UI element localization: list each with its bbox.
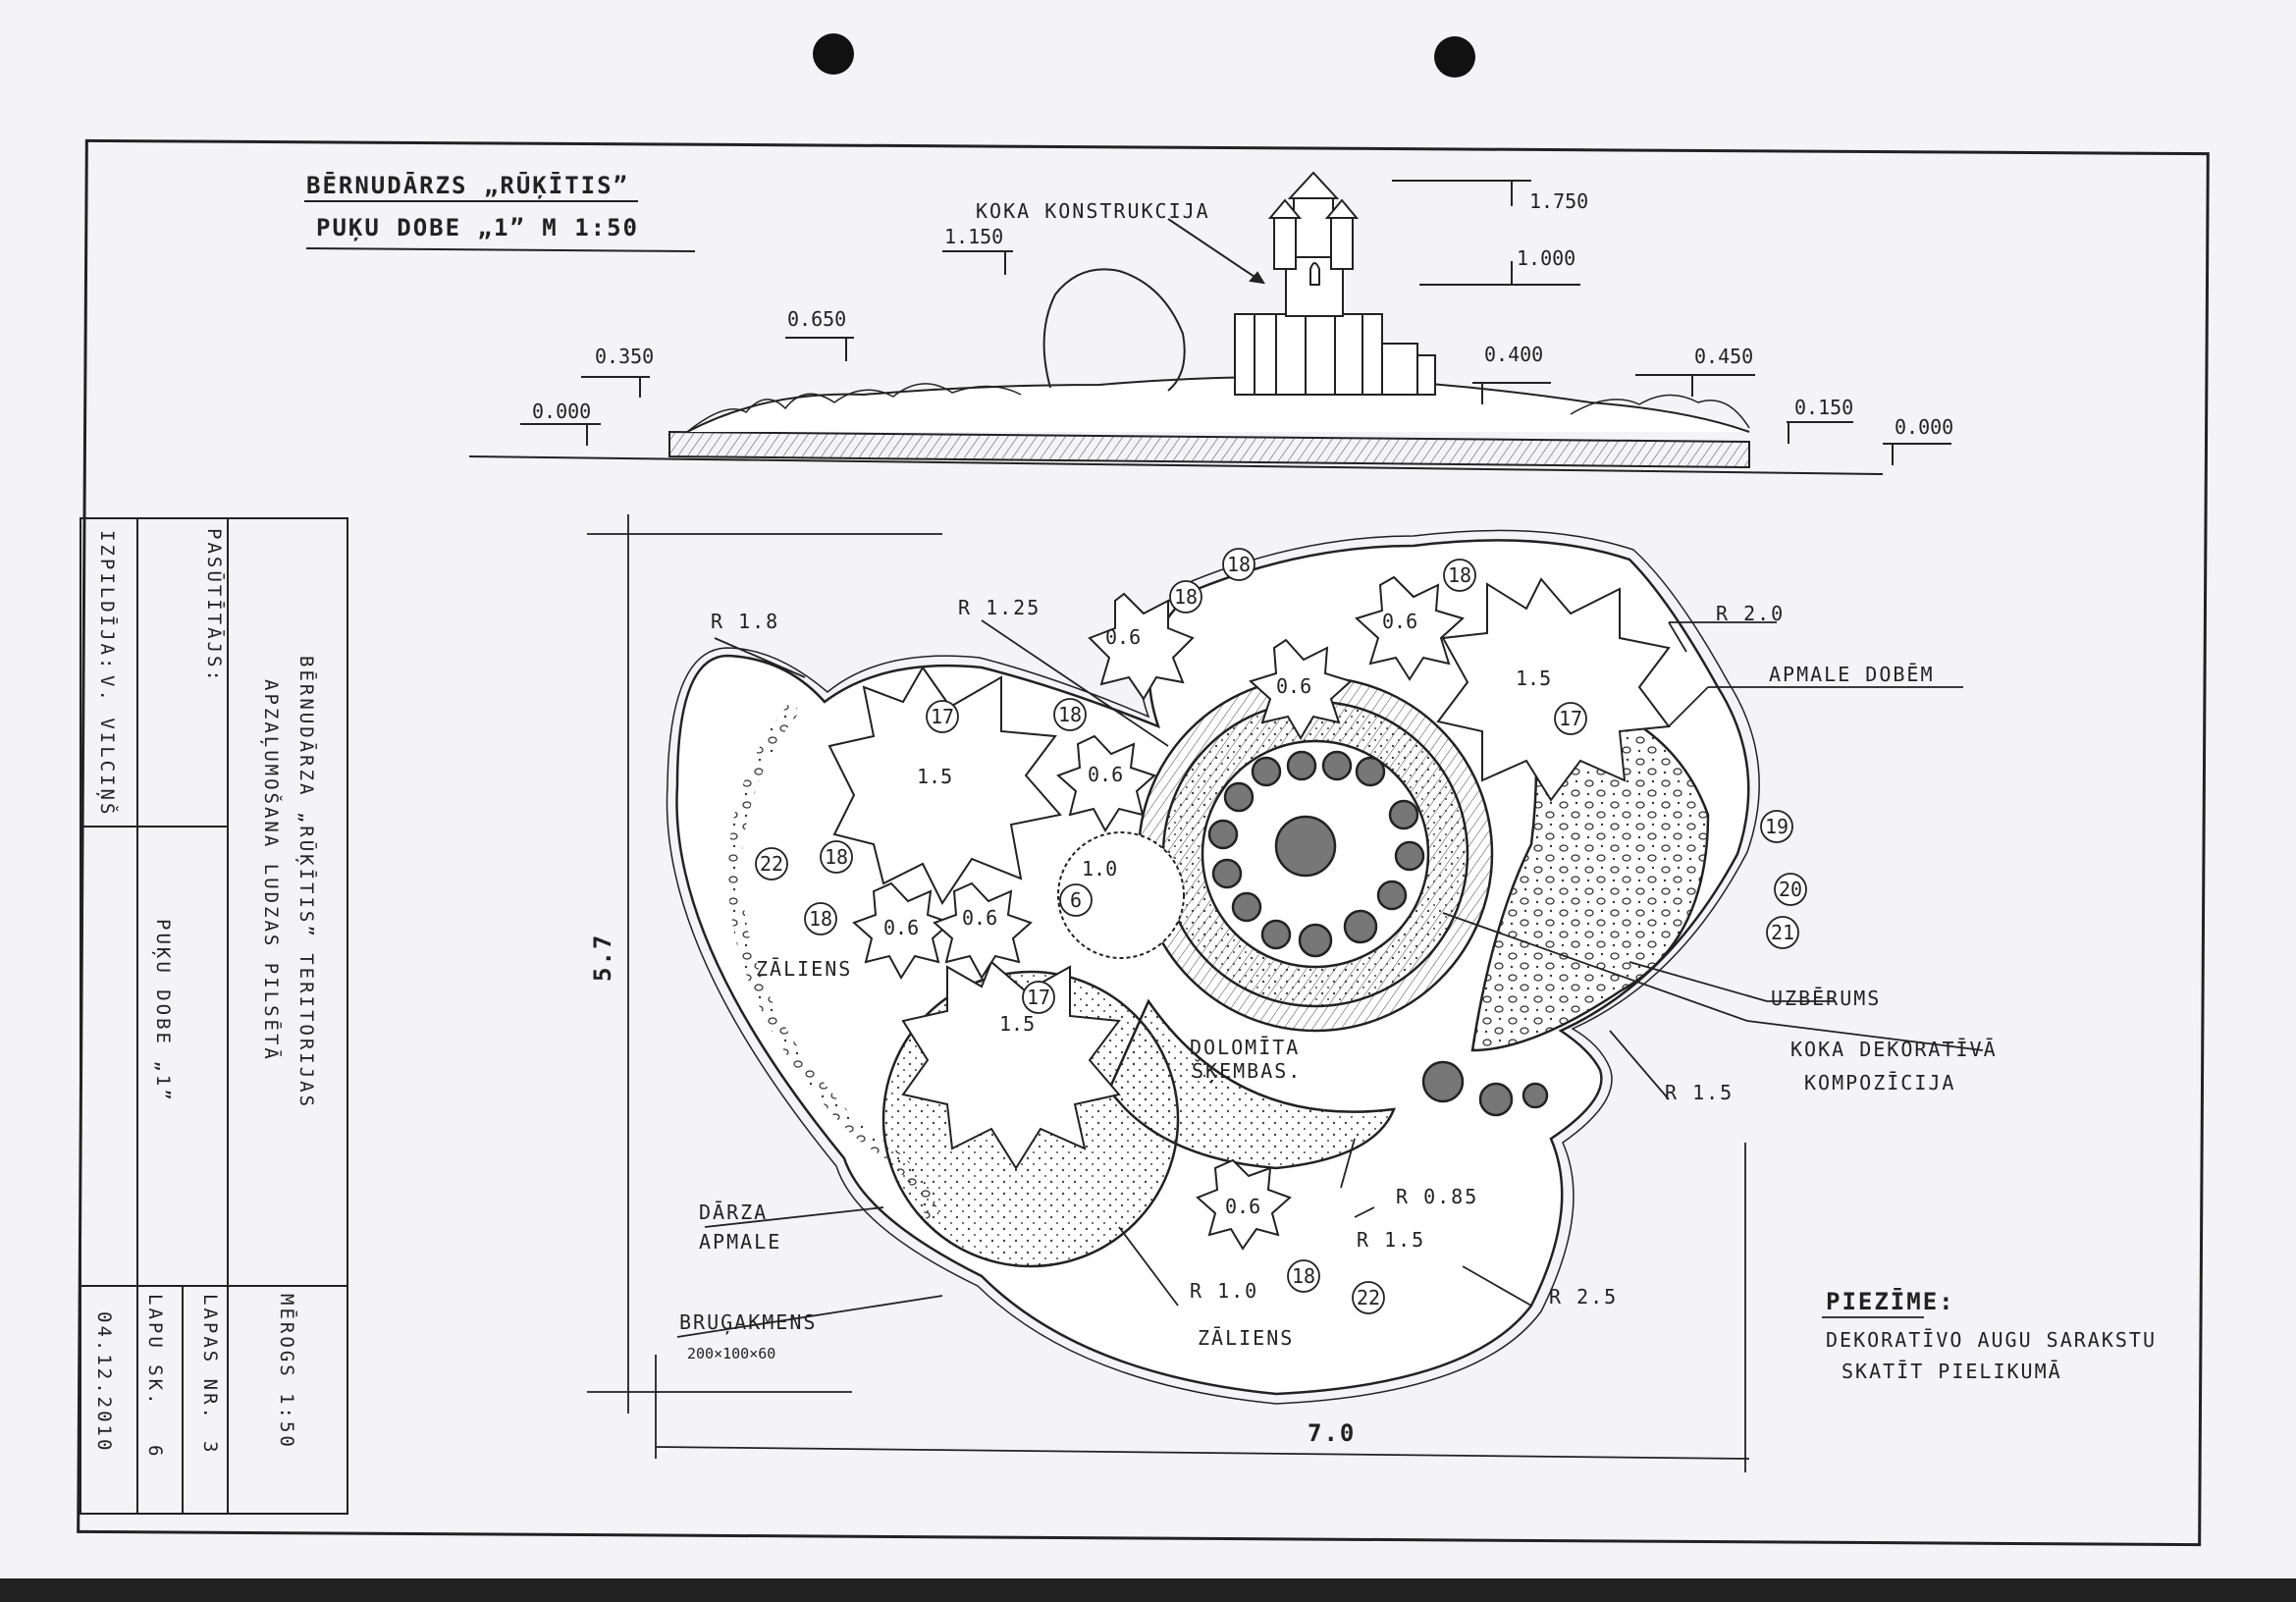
project-title-2: APZAĻUMOŠANA LUDZAS PILSĒTĀ (259, 679, 284, 1062)
plant-no-10: 18 (1292, 1264, 1315, 1288)
wood-comp-label-1: KOKA DEKORATĪVĀ (1790, 1038, 1998, 1061)
sheet-no-label: LAPAS NR. (199, 1294, 221, 1421)
level-0150: 0.150 (1794, 396, 1853, 419)
header-title-1: BĒRNUDĀRZS „RŪĶĪTIS” (306, 170, 629, 199)
leader-lines (676, 619, 1984, 1338)
plant-height-10: 0.6 (962, 906, 997, 930)
level-0350: 0.350 (595, 345, 654, 368)
fill-label: UZBĒRUMS (1771, 987, 1881, 1010)
plant-no-12: 22 (760, 852, 783, 876)
dimension-lines (587, 514, 1750, 1472)
plant-no-13: 22 (1357, 1286, 1380, 1309)
sheet-no-value: 3 (199, 1441, 221, 1455)
plant-height-6: 0.6 (1276, 674, 1311, 698)
radius-1-8: R 1.8 (711, 610, 779, 633)
plant-no-4: 18 (1227, 553, 1251, 576)
project-title-1: BĒRNUDĀRZA „RŪĶĪTIS” TERITORIJAS (294, 656, 319, 1109)
note-line-1: DEKORATĪVO AUGU SARAKSTU (1826, 1328, 2157, 1352)
radius-0-85: R 0.85 (1396, 1185, 1478, 1208)
level-0400: 0.400 (1484, 343, 1543, 366)
plant-no-2: 17 (1027, 986, 1050, 1009)
level-0-left: 0.000 (532, 400, 591, 423)
plant-height-5: 0.6 (1105, 625, 1141, 649)
scan-edge (0, 1578, 2296, 1602)
sheet-count-value: 6 (144, 1445, 166, 1459)
drawing-frame (77, 138, 2210, 1547)
plant-number-markers (755, 548, 1807, 1314)
plant-no-15: 20 (1779, 878, 1802, 901)
plant-no-3: 17 (1559, 707, 1582, 730)
punch-hole-left (813, 33, 854, 75)
shrubs (828, 575, 1671, 1251)
garden-border-label-2: APMALE (699, 1230, 781, 1254)
note-line-2: SKATĪT PIELIKUMĀ (1842, 1360, 2062, 1383)
plant-no-9: 18 (809, 907, 832, 931)
radius-1-5-right: R 1.5 (1665, 1081, 1734, 1104)
level-0450: 0.450 (1694, 345, 1753, 368)
plant-no-16: 21 (1771, 921, 1794, 944)
level-0650: 0.650 (787, 307, 846, 331)
title-block (80, 517, 348, 1515)
header-title-2: PUĶU DOBE „1” M 1:50 (316, 214, 639, 241)
plant-height-9: 0.6 (883, 916, 919, 939)
plan-view (666, 529, 1760, 1405)
castle-structure (1234, 171, 1436, 396)
plant-no-7: 18 (1058, 703, 1082, 726)
note-title: PIEZĪME: (1826, 1287, 1955, 1315)
drawing-name: PUĶU DOBE „1” (151, 919, 174, 1103)
radius-1-5-lower: R 1.5 (1357, 1228, 1425, 1252)
plant-no-5: 18 (1174, 585, 1198, 609)
elevation-view (468, 171, 1884, 475)
plant-number-text: 17 17 17 18 18 18 18 18 18 18 6 22 22 19… (760, 553, 1802, 1309)
punch-hole-right (1434, 36, 1475, 78)
level-1750: 1.750 (1529, 189, 1588, 213)
plant-no-1: 17 (931, 705, 954, 728)
plant-no-11: 6 (1070, 888, 1082, 912)
level-1000: 1.000 (1517, 246, 1575, 270)
plant-height-7: 0.6 (1382, 610, 1417, 633)
wood-comp-label-2: KOMPOZĪCIJA (1804, 1071, 1955, 1095)
plant-height-1: 1.5 (917, 765, 952, 788)
ordered-by-label: PASŪTĪTĀJS: (203, 528, 227, 684)
radius-2-5: R 2.5 (1549, 1285, 1618, 1308)
title-block-text: PASŪTĪTĀJS: IZPILDĪJA: V. VILCIŅŠ BĒRNUD… (93, 528, 319, 1459)
radius-2-0: R 2.0 (1716, 602, 1785, 625)
scale-label: MĒROGS 1:50 (276, 1294, 299, 1450)
level-1150: 1.150 (944, 225, 1003, 248)
structure-label: KOKA KONSTRUKCIJA (976, 199, 1210, 223)
lawn-label-1: ZĀLIENS (756, 957, 852, 981)
plant-height-4: 1.0 (1082, 857, 1117, 881)
plant-height-3: 1.5 (1516, 667, 1551, 690)
performed-by-label: IZPILDĪJA: (96, 530, 120, 671)
radius-1-25: R 1.25 (958, 596, 1041, 619)
plant-height-8: 0.6 (1088, 763, 1123, 786)
border-bed-label: APMALE DOBĒM (1769, 663, 1935, 686)
radius-1-0: R 1.0 (1190, 1279, 1258, 1303)
plant-height-labels: 1.5 1.5 1.5 1.0 0.6 0.6 0.6 0.6 0.6 0.6 … (883, 610, 1551, 1218)
date-value: 04.12.2010 (93, 1311, 115, 1453)
sheet-count-label: LAPU SK. (144, 1294, 166, 1408)
elevation-levels (520, 180, 1951, 465)
dimension-height: 5.7 (589, 934, 616, 982)
paving-label-2: 200×100×60 (687, 1345, 775, 1362)
plant-height-2: 1.5 (999, 1012, 1035, 1036)
level-0-right: 0.000 (1895, 415, 1953, 439)
plant-no-6: 18 (1448, 563, 1471, 587)
header: BĒRNUDĀRZS „RŪĶĪTIS” PUĶU DOBE „1” M 1:5… (304, 170, 696, 252)
dolomite-label-2: ŠĶEMBAS. (1192, 1059, 1302, 1084)
performer-name: V. VILCIŅŠ (95, 675, 120, 817)
plant-no-14: 19 (1765, 815, 1789, 838)
garden-border-label-1: DĀRZA (699, 1201, 768, 1224)
plant-no-8: 18 (825, 845, 848, 869)
dolomite-label-1: DOLOMĪTA (1190, 1036, 1300, 1059)
dimension-width: 7.0 (1308, 1419, 1356, 1447)
paving-label-1: BRUĢAKMENS (679, 1310, 817, 1335)
lawn-label-2: ZĀLIENS (1198, 1326, 1294, 1350)
plant-height-11: 0.6 (1225, 1195, 1260, 1218)
